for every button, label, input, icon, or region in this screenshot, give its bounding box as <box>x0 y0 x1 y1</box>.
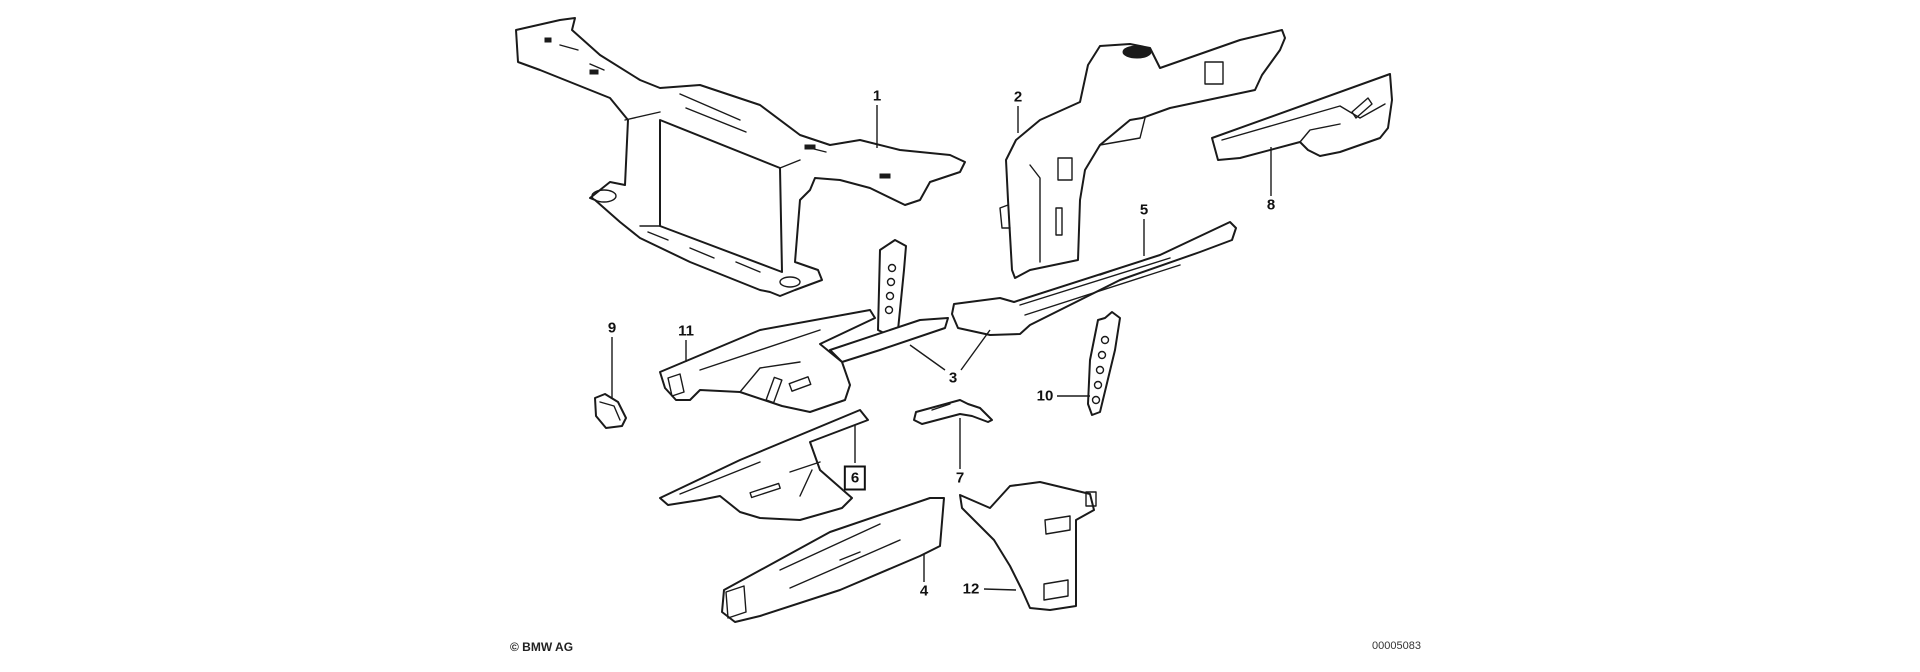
callout-10[interactable]: 10 <box>1036 387 1054 405</box>
part-4-front-member[interactable] <box>721 497 945 623</box>
part-11-longitudinal-member[interactable] <box>659 309 876 413</box>
part-8-reinforcement[interactable] <box>1211 73 1393 161</box>
part-2-wheel-house[interactable] <box>999 29 1286 279</box>
part-9-bracket-cap[interactable] <box>594 393 627 429</box>
part-6-longitudinal-member[interactable] <box>659 409 869 521</box>
part-5-side-member[interactable] <box>951 221 1237 336</box>
callout-11[interactable]: 11 <box>678 322 694 340</box>
part-12-bulkhead-mount[interactable] <box>959 481 1097 611</box>
callout-5[interactable]: 5 <box>1139 201 1149 219</box>
document-id: 00005083 <box>1372 640 1421 652</box>
part-7-bracket[interactable] <box>913 399 993 425</box>
part-3-bracket[interactable] <box>829 239 949 363</box>
callout-8[interactable]: 8 <box>1266 196 1276 214</box>
callout-4[interactable]: 4 <box>919 582 929 600</box>
part-10-gusset[interactable] <box>1087 311 1121 416</box>
callout-2[interactable]: 2 <box>1013 88 1023 106</box>
copyright-notice: © BMW AG <box>510 640 574 654</box>
callout-9[interactable]: 9 <box>607 319 617 337</box>
leader-lines <box>611 105 1272 591</box>
part-1-front-panel[interactable] <box>515 17 966 297</box>
callout-7[interactable]: 7 <box>955 469 965 487</box>
callout-6[interactable]: 6 <box>843 465 867 491</box>
callout-3[interactable]: 3 <box>948 369 958 387</box>
callout-1[interactable]: 1 <box>872 87 882 105</box>
callout-12[interactable]: 12 <box>962 580 980 598</box>
